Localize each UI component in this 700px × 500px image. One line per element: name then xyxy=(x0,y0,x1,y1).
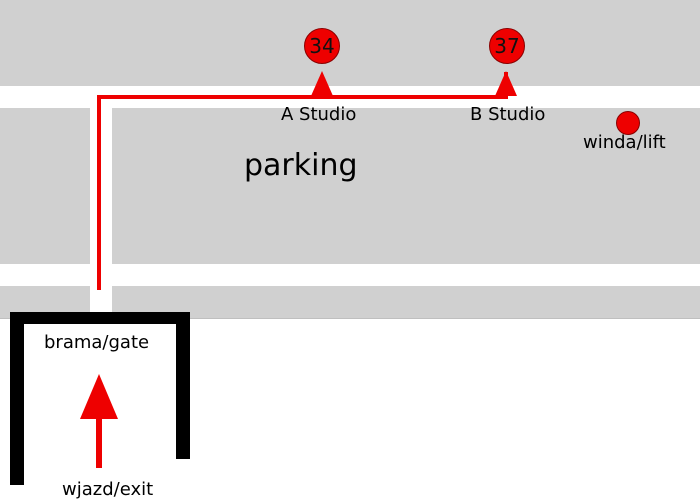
studio-a-marker[interactable]: 34 xyxy=(304,28,340,64)
map-edge-line xyxy=(0,318,700,319)
studio-b-marker[interactable]: 37 xyxy=(489,28,525,64)
entrance-label: wjazd/exit xyxy=(62,479,154,500)
studio-a-label: A Studio xyxy=(281,104,357,125)
entry-arrow-icon xyxy=(80,374,118,419)
left-building-block xyxy=(0,108,90,264)
studio-b-label: B Studio xyxy=(470,104,546,125)
arrow-up-icon xyxy=(495,71,517,96)
red-dot-icon[interactable] xyxy=(616,111,640,135)
lower-right-strip xyxy=(112,286,700,318)
gate-label: brama/gate xyxy=(44,332,150,353)
parking-label: parking xyxy=(244,148,358,183)
lift-label: winda/lift xyxy=(583,132,666,153)
gate-wall-left xyxy=(10,312,24,485)
parking-area xyxy=(112,108,700,264)
gate-wall-right xyxy=(176,312,190,459)
top-building-block xyxy=(0,0,700,86)
arrow-up-icon xyxy=(311,71,333,96)
gate-wall-top xyxy=(10,312,190,324)
